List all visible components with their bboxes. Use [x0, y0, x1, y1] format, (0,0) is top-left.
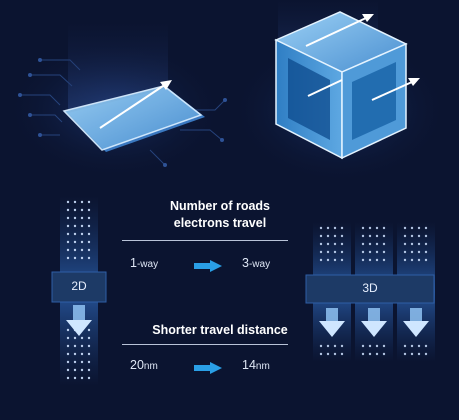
distance-left: 20nm — [130, 358, 158, 372]
columns-3d — [305, 222, 435, 362]
badge-2d-bg — [51, 271, 107, 303]
divider-distance — [122, 344, 288, 345]
badge-3d: 3D — [362, 281, 378, 295]
right-arrow-icon — [194, 362, 222, 374]
roads-right: 3-way — [242, 256, 271, 270]
badge-3d-bg — [305, 274, 435, 304]
fin-channel-3d — [274, 11, 420, 160]
down-arrow-icon — [66, 305, 92, 336]
right-arrow-icon — [194, 260, 222, 272]
distance-right: 14nm — [242, 358, 270, 372]
roads-heading: Number of roads electrons travel — [120, 198, 320, 232]
left-light-beam — [68, 22, 168, 110]
planar-channel-2d — [62, 80, 205, 152]
badge-2d: 2D — [71, 279, 87, 293]
down-arrows-3d-icons — [319, 308, 429, 337]
roads-comparison: 1-way-way 3-way — [122, 256, 288, 274]
distance-heading: Shorter travel distance — [152, 323, 288, 337]
divider-roads — [122, 240, 288, 241]
roads-heading-line1: Number of roads — [169, 199, 270, 213]
distance-comparison: 20nm 14nm — [122, 358, 288, 376]
roads-heading-line2: electrons travel — [173, 216, 267, 230]
roads-left: 1-way-way — [130, 256, 159, 270]
circuit-nodes-left — [18, 58, 227, 167]
electron-path-arrow — [99, 83, 167, 129]
column-2d — [51, 196, 107, 386]
